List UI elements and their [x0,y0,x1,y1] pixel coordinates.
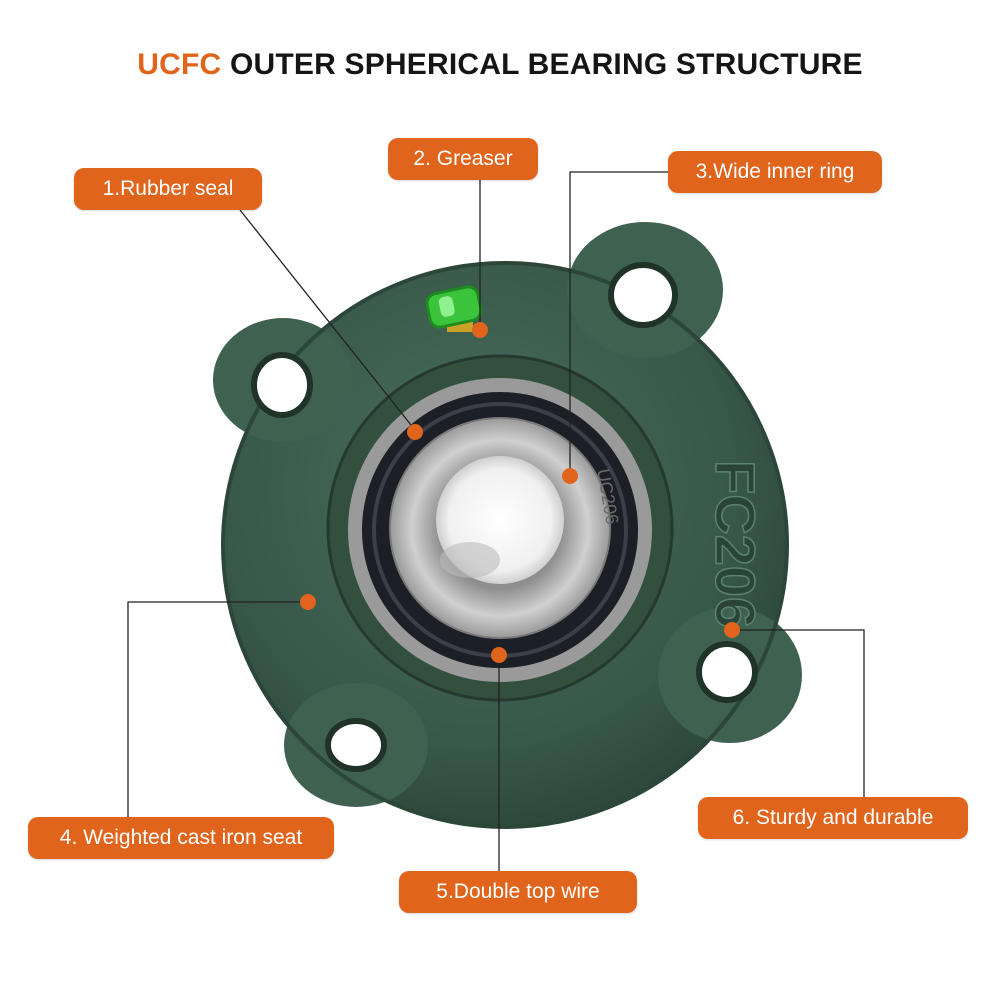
leader-line-3 [569,171,668,474]
callout-wide-inner-ring: 3.Wide inner ring [668,151,882,193]
dot-inner-ring [562,468,578,484]
greaser-nipple [425,285,483,332]
housing-marking: FC206 [704,460,767,628]
callout-rubber-seal: 1.Rubber seal [74,168,262,210]
bore-shadow [440,542,500,578]
dot-cast-iron-seat [300,594,316,610]
leader-line-1 [239,209,416,431]
bolt-holes [251,262,758,772]
leader-line-4 [127,601,306,818]
callout-greaser: 2. Greaser [388,138,538,180]
inner-ring-edge [389,417,611,639]
dot-double-top-wire [491,647,507,663]
title-accent: UCFC [137,48,222,81]
title-text: OUTER SPHERICAL BEARING STRUCTURE [229,48,863,81]
bolt-hole-bottom-right [696,641,758,703]
callout-double-top-wire: 5.Double top wire [399,871,637,913]
bolt-hole-bottom-left [325,718,387,772]
greaser-cap-highlight [438,296,455,317]
callout-sturdy-durable: 6. Sturdy and durable [698,797,968,839]
callout-cast-iron-seat: 4. Weighted cast iron seat [28,817,334,859]
dot-greaser [472,322,488,338]
housing-rim [221,261,789,829]
bolt-hole-top-right [608,262,678,328]
bolt-hole-top-left [251,352,313,418]
page-title: UCFC OUTER SPHERICAL BEARING STRUCTURE [0,48,1000,82]
dot-rubber-seal [407,424,423,440]
leader-line-6 [732,629,865,798]
callout-dots [300,322,740,663]
dot-sturdy [724,622,740,638]
leader-lines [127,171,865,872]
bearing-insert [348,378,652,682]
